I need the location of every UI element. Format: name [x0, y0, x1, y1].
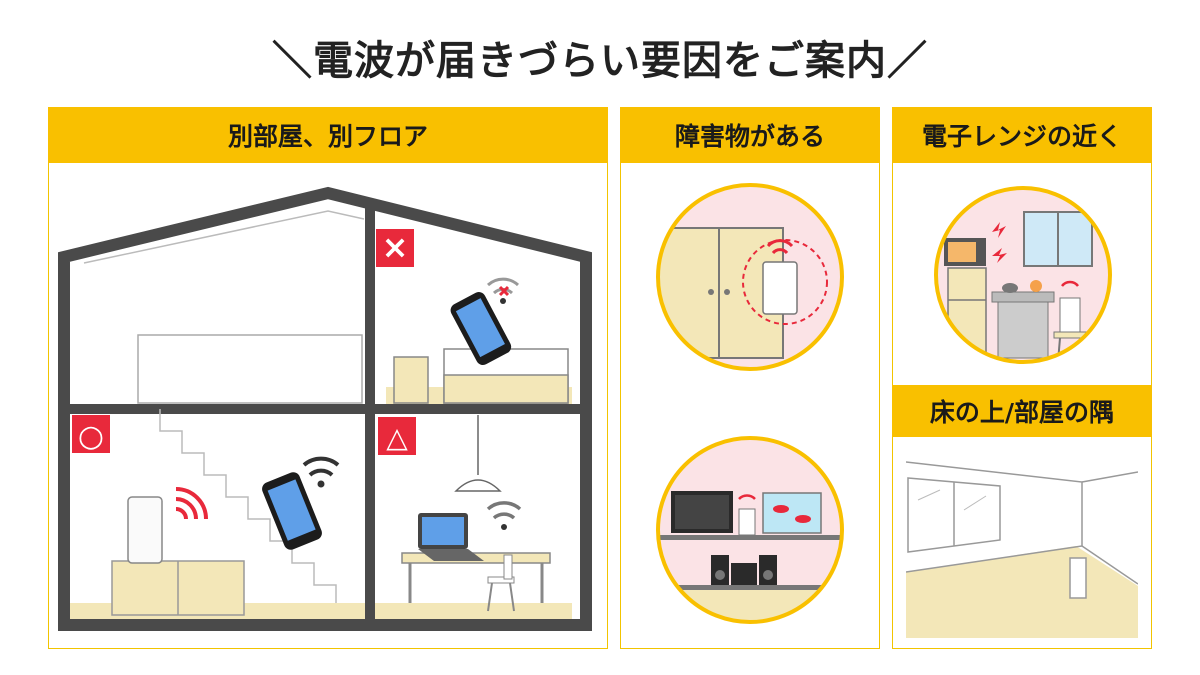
- panel-corner-label: 床の上/部屋の隅: [892, 385, 1152, 437]
- panel-microwave-label: 電子レンジの近く: [892, 107, 1152, 163]
- tv-rack-obstacle-illustration: [656, 436, 844, 624]
- panel-obstacle-label: 障害物がある: [620, 107, 880, 163]
- cabinet-obstacle-illustration: [656, 183, 844, 371]
- marker-good: ○: [78, 419, 104, 454]
- house-illustration: × ○ △: [58, 186, 592, 631]
- marker-fair: △: [386, 421, 408, 454]
- room-corner-illustration: [906, 461, 1138, 638]
- microwave-illustration: [934, 186, 1112, 364]
- marker-bad: ×: [382, 228, 409, 266]
- page-title: ＼電波が届きづらい要因をご案内／: [272, 38, 928, 84]
- panel-floor-label: 別部屋、別フロア: [48, 107, 608, 163]
